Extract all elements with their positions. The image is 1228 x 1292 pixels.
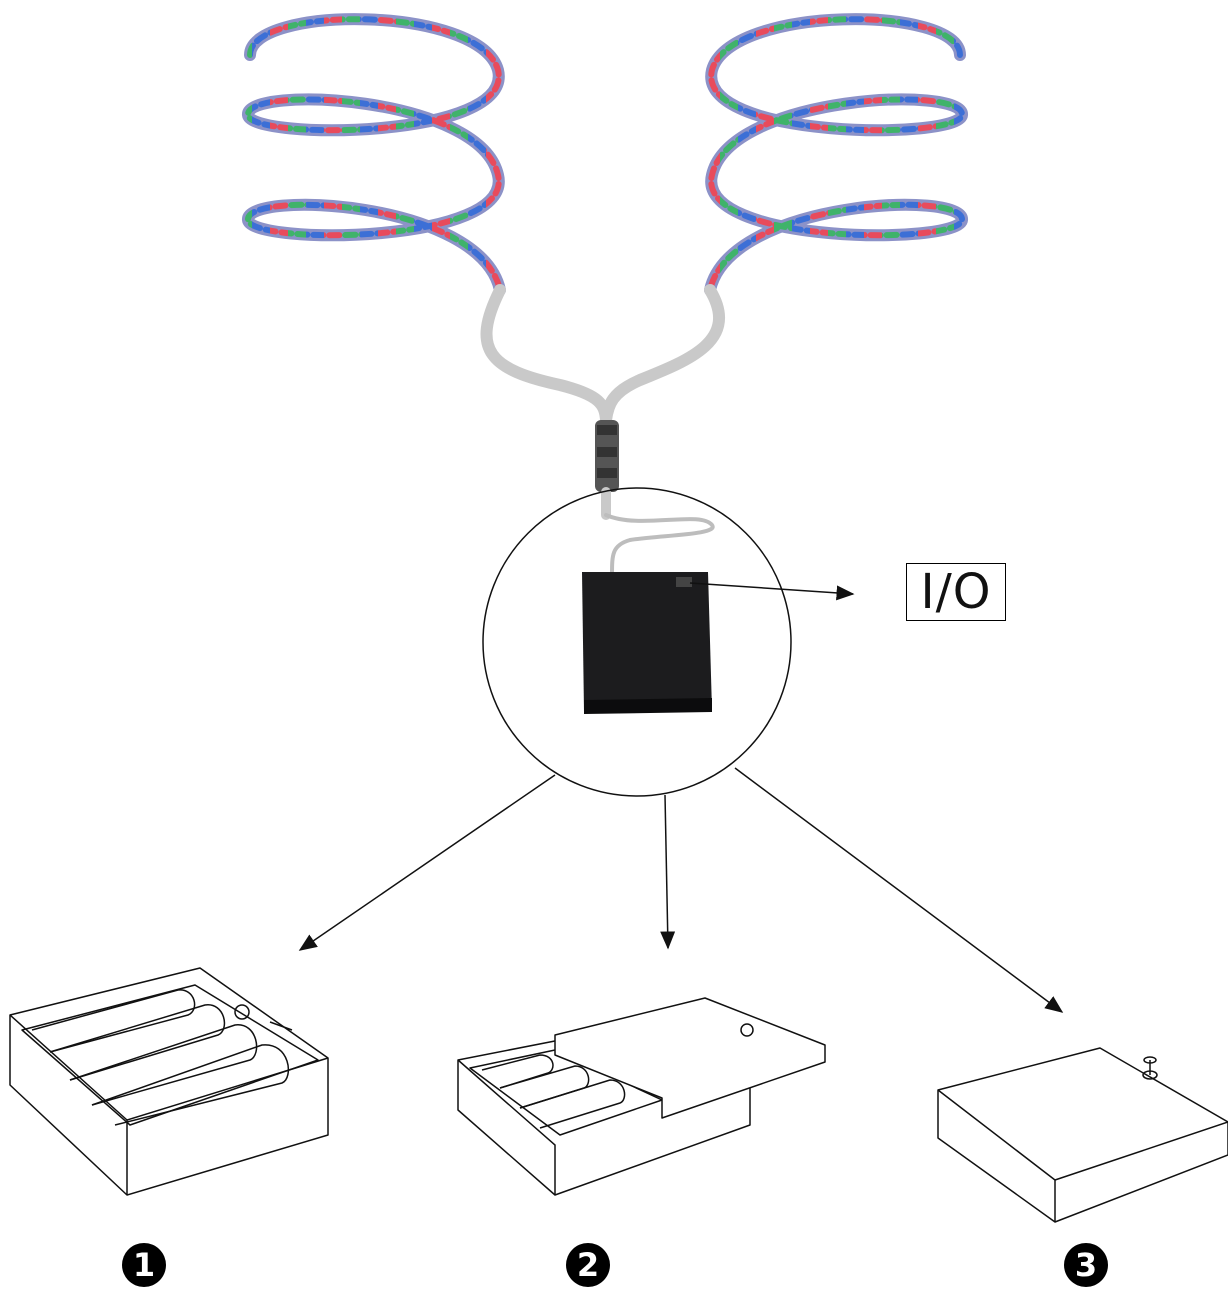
power-switch-label: I/O [906, 563, 1006, 621]
connector [595, 420, 619, 520]
step-3-closed-box [937, 1047, 1228, 1223]
led-strip-right [704, 13, 968, 296]
step-arrow-3 [734, 767, 1064, 1013]
step-1-badge: 1 [122, 1243, 166, 1287]
step-1-open-box [9, 967, 329, 1196]
power-switch [676, 577, 692, 587]
battery-wire [604, 513, 715, 577]
step-2-sliding-lid [457, 997, 826, 1196]
led-strip-left [242, 13, 506, 296]
step-3-badge: 3 [1064, 1243, 1108, 1287]
step-arrow-2 [660, 794, 676, 950]
switch-arrow [689, 582, 855, 601]
magnifier-circle [482, 487, 792, 797]
battery-box [582, 572, 712, 714]
strip-cables [480, 284, 725, 426]
step-arrow-1 [298, 774, 556, 951]
step-2-badge: 2 [566, 1243, 610, 1287]
